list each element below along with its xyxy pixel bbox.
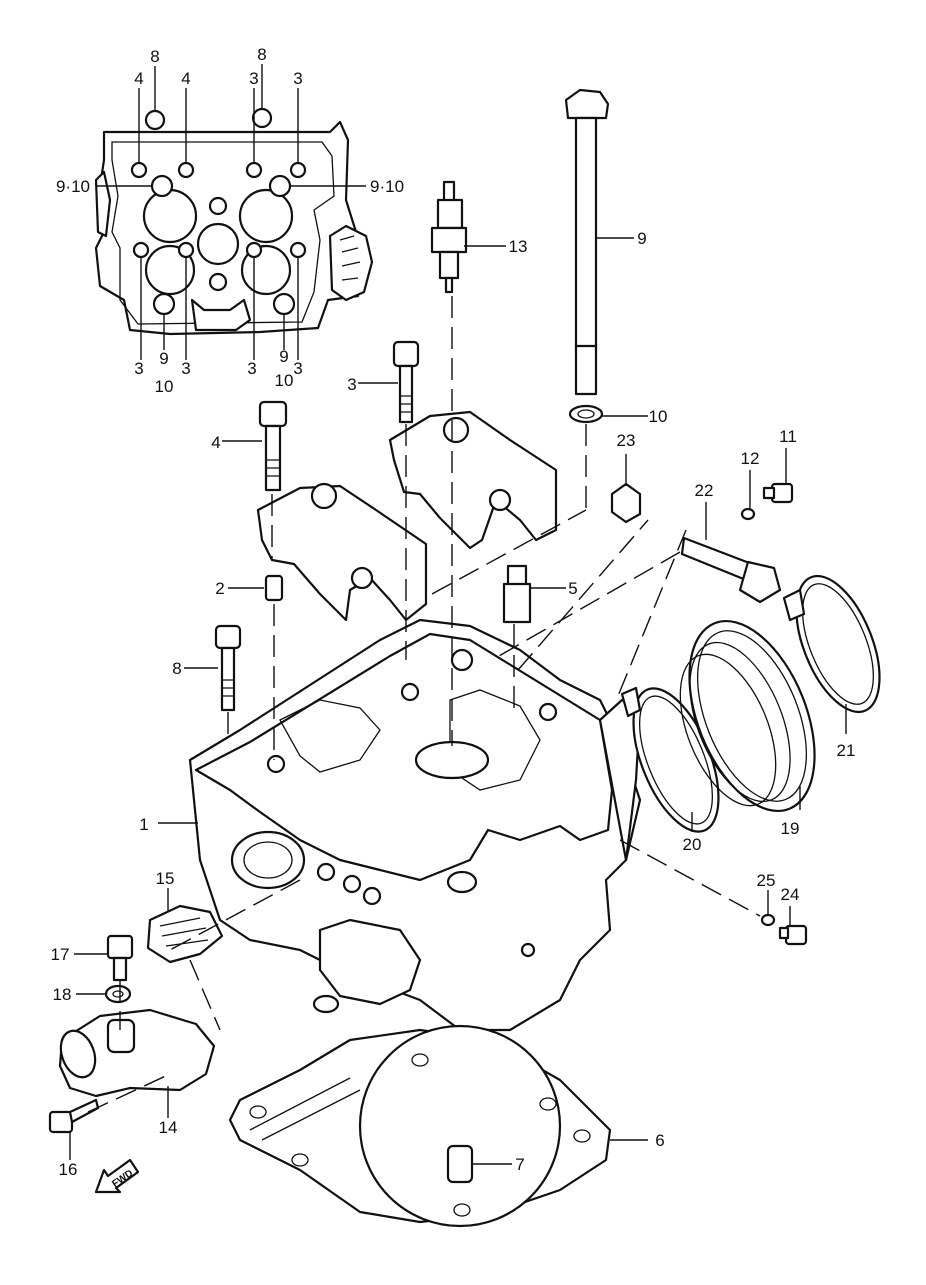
top-callout-8b: 8 (257, 45, 266, 64)
callout-8: 8 (172, 659, 181, 678)
thermostat-15 (146, 904, 224, 964)
callout-15: 15 (156, 869, 175, 888)
top-view-leaders (96, 64, 366, 360)
top-callout-9-10b: 9·10 (370, 177, 404, 196)
callout-6: 6 (655, 1131, 664, 1150)
top-callout-10b: 10 (275, 371, 294, 390)
nut-23 (610, 482, 642, 524)
top-callout-9b: 9 (279, 347, 288, 366)
top-callout-3a: 3 (249, 69, 258, 88)
top-view-callout-labels: 8 8 4 4 3 3 9·10 9·10 3 9 10 3 3 9 10 3 (56, 45, 404, 396)
screw-11 (762, 482, 794, 504)
water-outlet-cap-14 (58, 1008, 216, 1098)
callout-21: 21 (837, 741, 856, 760)
intake-pipe-19 (679, 620, 816, 812)
callout-18: 18 (53, 985, 72, 1004)
washer-18 (104, 984, 132, 1004)
dowel-pin-2 (264, 574, 284, 602)
callout-7: 7 (515, 1155, 524, 1174)
callout-22: 22 (695, 481, 714, 500)
leader-lines (69, 237, 847, 1165)
washer-12 (740, 507, 756, 521)
callout-17: 17 (51, 945, 70, 964)
bolt-16 (48, 1098, 100, 1134)
camshaft-holder-lower (256, 482, 428, 622)
callout-16: 16 (59, 1160, 78, 1179)
top-callout-8a: 8 (150, 47, 159, 66)
callout-24: 24 (781, 885, 800, 904)
callout-1: 1 (139, 815, 148, 834)
callout-3: 3 (347, 375, 356, 394)
dashed-centerlines (87, 296, 761, 1113)
dowel-pin-7 (446, 1144, 474, 1184)
callout-labels: 1 2 3 4 5 6 7 8 9 10 11 12 13 14 15 16 1… (51, 229, 856, 1179)
top-callout-3f: 3 (293, 359, 302, 378)
bolt-3 (392, 340, 420, 424)
callout-23: 23 (617, 431, 636, 450)
bolt-17 (106, 934, 134, 982)
camshaft-holder-upper (388, 410, 558, 550)
callout-20: 20 (683, 835, 702, 854)
top-callout-4a: 4 (134, 69, 143, 88)
top-callout-3d: 3 (181, 359, 190, 378)
callout-2: 2 (215, 579, 224, 598)
head-top-view (94, 107, 374, 336)
bolt-22 (680, 536, 782, 604)
spark-plug-13 (430, 180, 468, 294)
top-callout-4b: 4 (181, 69, 190, 88)
callout-11: 11 (779, 427, 797, 446)
top-callout-3b: 3 (293, 69, 302, 88)
top-callout-3e: 3 (247, 359, 256, 378)
top-callout-10a: 10 (155, 377, 174, 396)
washer-10 (568, 404, 604, 424)
bolt-8 (214, 624, 242, 712)
washer-25 (760, 913, 776, 927)
bolt-4 (258, 400, 288, 492)
fwd-arrow-icon: FWD (94, 1158, 140, 1194)
callout-9: 9 (637, 229, 646, 248)
bolt-9-long (564, 88, 610, 396)
clamp-21 (782, 574, 881, 714)
top-callout-9-10a: 9·10 (56, 177, 90, 196)
callout-13: 13 (509, 237, 528, 256)
head-gasket-6 (228, 1024, 612, 1228)
top-callout-3c: 3 (134, 359, 143, 378)
callout-12: 12 (741, 449, 760, 468)
valve-lifter-5 (502, 564, 532, 624)
cylinder-head-1 (188, 618, 642, 1032)
callout-14: 14 (159, 1118, 178, 1137)
callout-25: 25 (757, 871, 776, 890)
top-callout-9a: 9 (159, 349, 168, 368)
callout-4: 4 (211, 433, 220, 452)
screw-24 (778, 924, 808, 946)
callout-19: 19 (781, 819, 800, 838)
callout-5: 5 (568, 579, 577, 598)
callout-10: 10 (649, 407, 668, 426)
